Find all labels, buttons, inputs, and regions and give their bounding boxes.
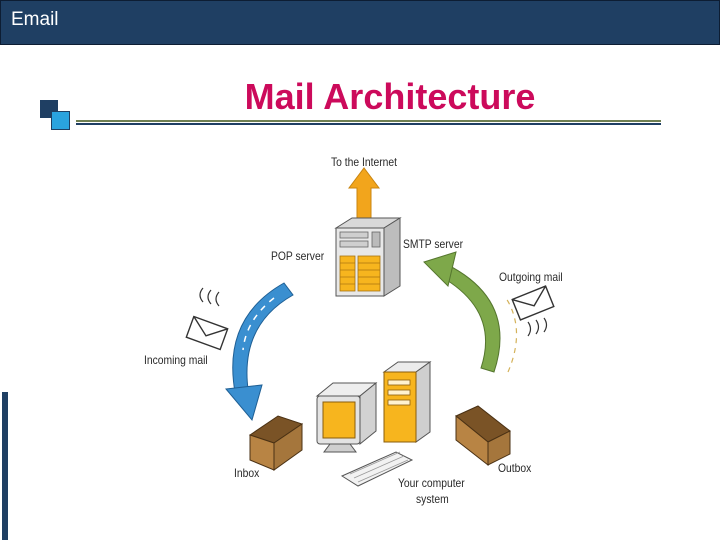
header-title: Email [11,9,59,30]
inbox-tray-icon [248,415,304,471]
computer-tower-icon [382,361,432,443]
label-incoming-mail: Incoming mail [144,353,208,367]
to-internet-arrow [348,167,380,219]
left-accent-bar [2,392,8,540]
label-to-the-internet: To the Internet [331,155,397,169]
incoming-mail-envelope-icon [185,287,229,351]
label-inbox: Inbox [234,466,260,480]
label-smtp-server: SMTP server [403,237,464,251]
computer-monitor-icon [315,381,378,453]
server-icon [334,217,402,297]
title-underline-navy [76,123,661,125]
outgoing-mail-envelope-icon [511,285,555,337]
label-your-computer: Your computer [398,476,465,490]
pop-server-arrow [225,282,294,422]
label-outgoing-mail: Outgoing mail [499,270,563,284]
computer-keyboard-icon [340,451,414,487]
slide-title: Mail Architecture [244,76,536,117]
label-your-computer-system: system [416,492,449,506]
title-underline-green [76,120,661,122]
smtp-server-arrow [423,251,518,373]
label-outbox: Outbox [498,461,532,475]
outbox-tray-icon [455,405,511,467]
label-pop-server: POP server [271,249,325,263]
header-bar: Email [0,0,720,45]
bullet-logo-blue-square [51,111,70,130]
